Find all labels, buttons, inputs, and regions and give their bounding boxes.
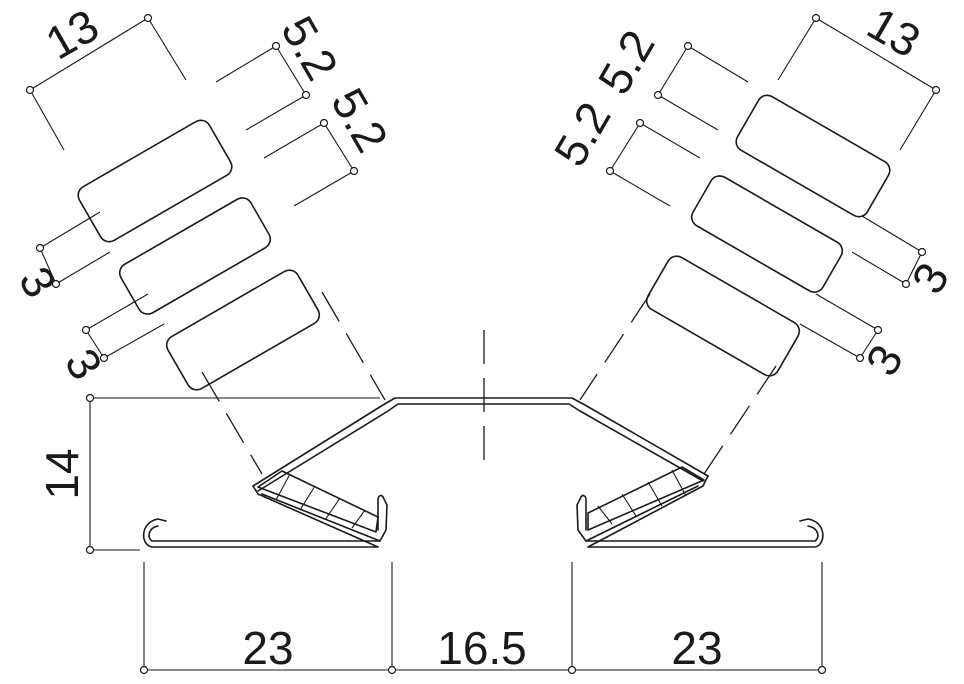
dim-left-gap-top: 5.2 [271,7,348,88]
dim-left-gap-second: 5.2 [321,79,398,160]
dim-right-width: 13 [859,0,929,67]
bottom-dimensions [139,562,827,675]
left-dimension-lines [25,13,359,363]
dim-left-width: 13 [37,0,107,69]
left-boards [77,119,386,475]
dim-right-gap-top: 5.2 [588,21,665,102]
dim-right-gap-fourth: 3 [855,336,913,384]
metal-profile [142,397,824,548]
right-board-3 [645,255,801,377]
dim-bottom-center: 16.5 [437,622,527,674]
dim-left-gap-fourth: 3 [55,340,113,388]
left-board-3 [165,269,321,391]
dim-bottom-left: 23 [242,622,293,674]
right-dimension-lines [605,13,941,363]
right-board-1 [735,94,891,218]
right-boards [579,94,891,475]
right-gasket [587,466,705,531]
left-gasket [257,470,379,533]
dim-height: 14 [36,448,88,499]
dim-right-gap-second: 5.2 [544,93,621,174]
right-board-2 [690,175,844,293]
dim-right-gap-third: 3 [901,254,959,302]
height-dimension [85,393,380,555]
left-board-1 [77,119,233,243]
dim-left-gap-third: 3 [9,258,67,306]
left-board-2 [118,197,272,315]
dim-bottom-right: 23 [671,622,722,674]
